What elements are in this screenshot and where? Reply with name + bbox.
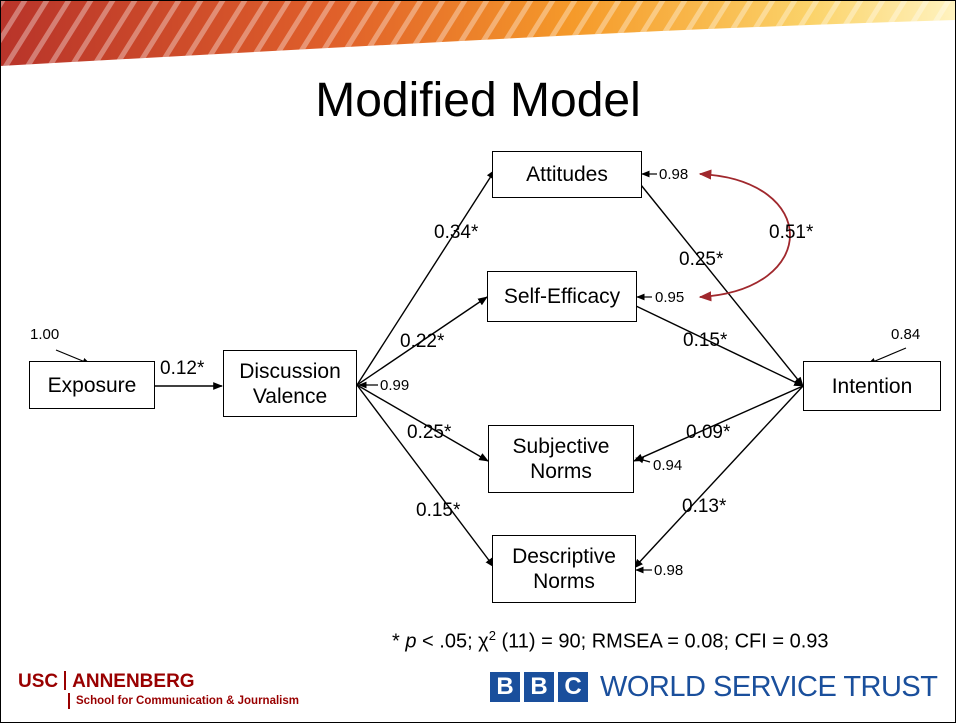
node-attitudes: Attitudes — [492, 151, 642, 198]
usc-name: ANNENBERG — [72, 671, 195, 692]
usc-separator — [64, 671, 67, 690]
node-exposure: Exposure — [29, 361, 155, 409]
bbc-world-service-trust-logo: B B C WORLD SERVICE TRUST — [490, 671, 938, 703]
node-self-efficacy: Self-Efficacy — [487, 271, 637, 322]
coef-discussion-descriptive-norms: 0.15* — [416, 500, 461, 521]
residual-attitudes: 0.98 — [659, 166, 689, 183]
fit-p-rest: < .05; χ — [416, 630, 489, 653]
node-discussion-valence-line1: Discussion — [239, 359, 341, 383]
bbc-block-1: B — [490, 672, 520, 702]
path-discussion-self-efficacy — [356, 296, 488, 386]
coef-attitudes-intention: 0.25* — [679, 249, 724, 270]
bbc-text: WORLD SERVICE TRUST — [600, 671, 938, 703]
top-banner — [0, 0, 956, 66]
node-discussion-valence: Discussion Valence — [223, 350, 357, 417]
residual-self-efficacy: 0.95 — [655, 289, 685, 306]
node-descriptive-norms-line1: Descriptive — [512, 545, 616, 568]
node-discussion-valence-line2: Valence — [252, 384, 328, 408]
coef-descriptive-norms-intention: 0.13* — [682, 496, 727, 517]
residual-arrow-subjective-norms — [635, 456, 651, 464]
usc-logo-main: USC ANNENBERG — [18, 671, 299, 693]
node-subjective-norms-line2: Norms — [530, 460, 592, 483]
path-discussion-attitudes — [356, 169, 496, 386]
node-exposure-label: Exposure — [47, 373, 137, 397]
node-subjective-norms-line1: Subjective — [512, 435, 610, 458]
residual-discussion-valence: 0.99 — [380, 377, 410, 394]
coef-self-efficacy-intention: 0.15* — [683, 330, 728, 351]
coef-discussion-subjective-norms: 0.25* — [407, 422, 452, 443]
path-attitudes-intention — [640, 184, 804, 387]
slide-title: Modified Model — [315, 74, 641, 127]
node-intention: Intention — [803, 361, 941, 411]
residual-subjective-norms: 0.94 — [653, 457, 683, 474]
node-subjective-norms: Subjective Norms — [488, 425, 634, 493]
fit-chi-superscript: 2 — [488, 628, 496, 643]
usc-annenberg-logo: USC ANNENBERG School for Communication & … — [18, 671, 299, 709]
usc-subtitle: School for Communication & Journalism — [68, 693, 299, 709]
coef-subjective-norms-intention: 0.09* — [686, 422, 731, 443]
residual-intention: 0.84 — [891, 326, 921, 343]
path-descriptive-norms-intention — [633, 385, 804, 569]
bbc-block-2: B — [524, 672, 554, 702]
bbc-block-3: C — [558, 672, 588, 702]
covariance-arrow — [698, 169, 791, 302]
node-intention-label: Intention — [831, 374, 913, 398]
path-subjective-norms-intention — [633, 385, 804, 462]
node-attitudes-label: Attitudes — [526, 163, 608, 186]
usc-prefix: USC — [18, 671, 59, 692]
path-discussion-subjective-norms — [356, 384, 489, 462]
coef-discussion-self-efficacy: 0.22* — [400, 331, 445, 352]
coef-discussion-attitudes: 0.34* — [434, 222, 479, 243]
node-descriptive-norms: Descriptive Norms — [492, 535, 636, 603]
fit-star: * — [392, 630, 406, 653]
path-self-efficacy-intention — [635, 305, 804, 387]
fit-p: p — [405, 630, 417, 653]
residual-descriptive-norms: 0.98 — [654, 562, 684, 579]
residual-exposure: 1.00 — [30, 326, 60, 343]
fit-rest: (11) = 90; RMSEA = 0.08; CFI = 0.93 — [495, 630, 829, 653]
coef-exposure-discussion: 0.12* — [160, 358, 205, 379]
fit-statistics: * p < .05; χ2 (11) = 90; RMSEA = 0.08; C… — [392, 624, 829, 654]
coef-covariance: 0.51* — [769, 222, 814, 243]
node-self-efficacy-label: Self-Efficacy — [503, 285, 621, 308]
node-descriptive-norms-line2: Norms — [533, 570, 595, 593]
path-discussion-descriptive-norms — [356, 384, 495, 568]
